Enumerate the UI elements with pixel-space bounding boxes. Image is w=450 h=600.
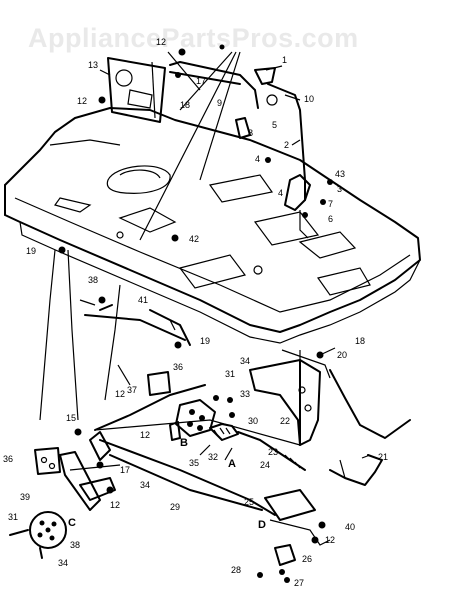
leader-lines [79,51,371,461]
part-label: 21 [378,452,388,462]
lift-lever [235,67,333,239]
part-label: 18 [180,100,190,110]
part-label: 33 [240,389,250,399]
part-label: 17 [120,465,130,475]
part-label: 12 [325,535,335,545]
part-label: 12 [140,430,150,440]
part-label: 34 [140,480,150,490]
part-label: 12 [77,96,87,106]
part-label: 28 [231,565,241,575]
part-label: 1 [282,55,287,65]
part-label: 42 [189,234,199,244]
part-label: 19 [200,336,210,346]
part-label: 18 [355,336,365,346]
callout-a: A [228,458,236,470]
part-label: 5 [272,120,277,130]
part-label: 13 [88,60,98,70]
lower-linkage [9,44,411,583]
part-label: 19 [26,246,36,256]
part-label: 38 [70,540,80,550]
part-label: 34 [240,356,250,366]
part-label: 36 [173,362,183,372]
part-label: 30 [248,416,258,426]
part-label: 4 [278,188,283,198]
part-label: 40 [345,522,355,532]
part-label: 39 [20,492,30,502]
part-label: 2 [284,140,289,150]
part-label: 37 [127,385,137,395]
part-label: 4 [255,154,260,164]
part-label: 12 [115,389,125,399]
part-label: 9 [217,98,222,108]
part-label: 38 [88,275,98,285]
part-label: 24 [260,460,270,470]
part-label: 31 [225,369,235,379]
part-label: 8 [248,128,253,138]
part-label: 10 [304,94,314,104]
part-label: 17 [196,76,206,86]
part-label: 29 [170,502,180,512]
part-label: 12 [156,37,166,47]
callout-d: D [258,519,266,531]
part-label: 15 [66,413,76,423]
part-label: 32 [208,452,218,462]
callout-c: C [68,517,76,529]
part-label: 22 [280,416,290,426]
part-label: 7 [328,199,333,209]
part-label: 25 [244,497,254,507]
part-label: 20 [337,350,347,360]
watermark: AppliancePartsPros.com [28,23,359,53]
part-label: 27 [294,578,304,588]
part-label: 41 [138,295,148,305]
part-label: 26 [302,554,312,564]
part-label: 36 [3,454,13,464]
callout-letters: B A C D [68,437,266,531]
part-label: 6 [328,214,333,224]
part-label: 43 [335,169,345,179]
part-label: 23 [268,447,278,457]
part-label: 35 [189,458,199,468]
part-label: 34 [58,558,68,568]
callout-b: B [180,437,188,449]
part-labels: 12 13 17 18 9 12 1 10 5 8 2 4 43 3 4 7 6… [3,37,388,588]
part-label: 12 [110,500,120,510]
deck-frame [4,107,421,344]
part-label: 31 [8,512,18,522]
part-label: 3 [337,184,342,194]
